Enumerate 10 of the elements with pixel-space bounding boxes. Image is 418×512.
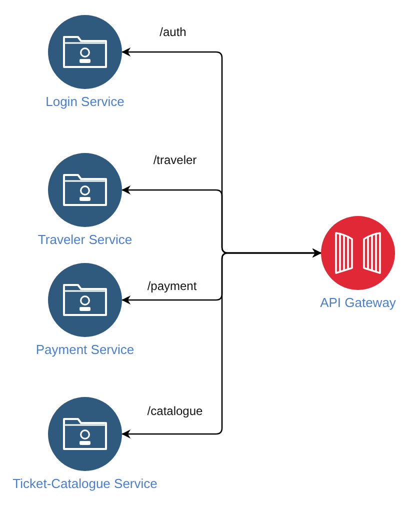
node-label: Login Service: [46, 94, 124, 109]
edge-label: /auth: [158, 25, 188, 39]
connector-arrow: [122, 248, 322, 438]
node-label: Ticket-Catalogue Service: [12, 476, 158, 491]
edge-label: /catalogue: [145, 404, 205, 418]
node-label: API Gateway: [320, 295, 396, 310]
edge-label: /traveler: [151, 153, 199, 167]
node-label: Payment Service: [36, 342, 134, 357]
edge-label: /payment: [145, 279, 199, 293]
node-label: Traveler Service: [38, 232, 132, 247]
